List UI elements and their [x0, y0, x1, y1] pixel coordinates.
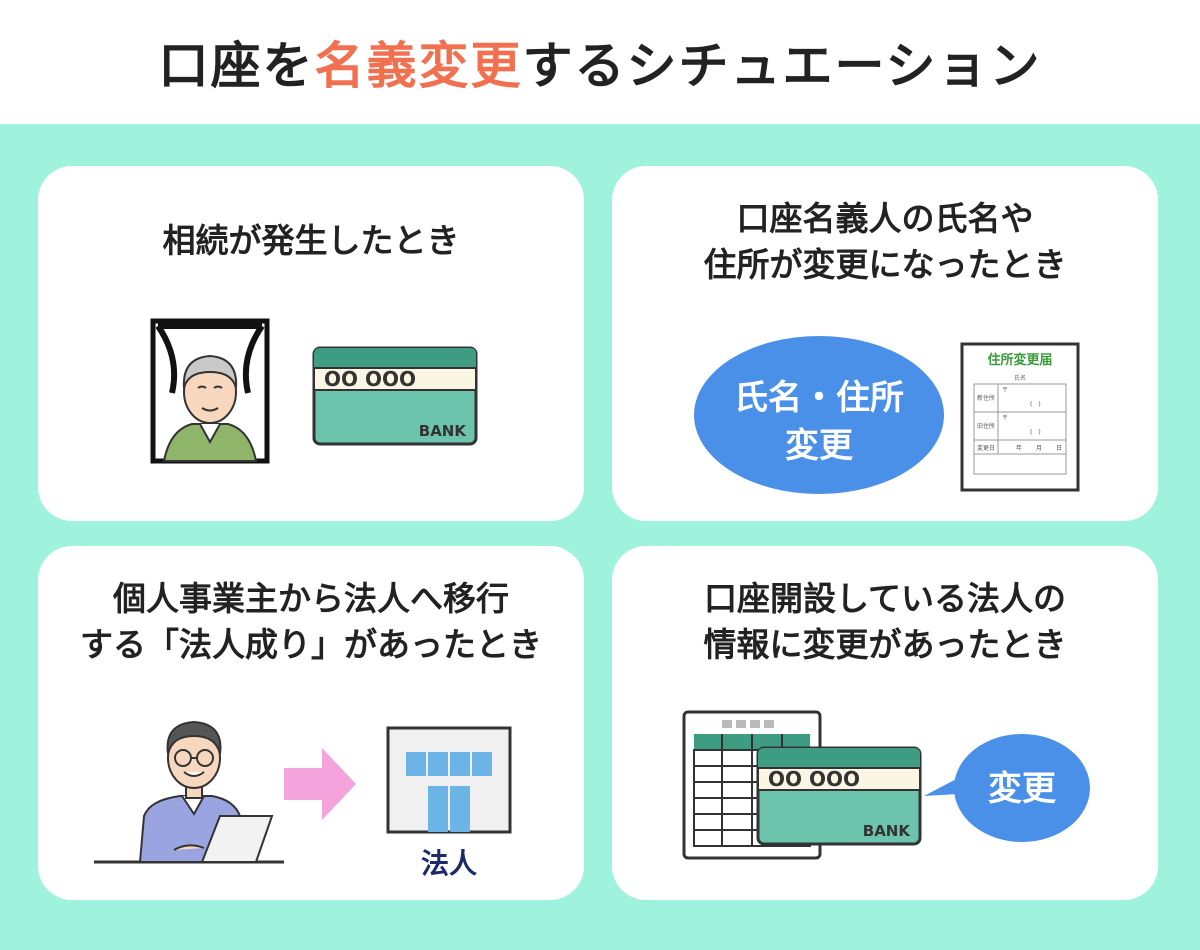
card-inheritance: 相続が発生したとき OO OOO BANK	[38, 166, 584, 521]
card-title-line: 口座名義人の氏名や	[736, 199, 1034, 238]
form-name-label: 氏名	[1014, 374, 1026, 382]
memorial-portrait-icon	[150, 318, 270, 464]
title-prefix: 口座を	[158, 37, 315, 95]
form-zip-mark: 〒	[1002, 415, 1008, 422]
form-paren: ( )	[1030, 401, 1041, 408]
bubble-line: 変更	[785, 426, 854, 466]
card-title: 個人事業主から法人へ移行 する「法人成り」があったとき	[38, 576, 584, 668]
change-speech-bubble: 変更	[924, 734, 1090, 842]
bank-label: BANK	[419, 422, 468, 440]
arrow-right-icon	[284, 748, 356, 820]
form-new-address: 新住所	[977, 394, 995, 402]
form-day: 日	[1056, 445, 1062, 452]
title-accent: 名義変更	[314, 37, 523, 95]
form-old-address: 旧住所	[977, 422, 995, 430]
card-corporate-info-change: 口座開設している法人の 情報に変更があったとき OO OOO BANK 変更	[612, 546, 1158, 900]
address-change-form-icon: 住所変更届 氏名 新住所 旧住所 変更日 〒 〒 ( ) ( ) 年 月 日	[960, 342, 1080, 492]
change-speech-bubble: 氏名・住所 変更	[694, 336, 944, 494]
form-paren: ( )	[1030, 429, 1041, 436]
bank-card-icon: OO OOO BANK	[312, 346, 478, 446]
card-title-line: 口座開設している法人の	[703, 579, 1066, 618]
businessman-laptop-icon	[94, 720, 284, 864]
card-name-address-change: 口座名義人の氏名や 住所が変更になったとき 氏名・住所 変更 住所変更届 氏名 …	[612, 166, 1158, 521]
header: 口座を名義変更するシチュエーション	[0, 0, 1200, 124]
title-suffix: するシチュエーション	[522, 37, 1042, 95]
bubble-line: 変更	[988, 769, 1057, 809]
card-title-line: 情報に変更があったとき	[703, 625, 1067, 664]
card-incorporation: 個人事業主から法人へ移行 する「法人成り」があったとき 法人	[38, 546, 584, 900]
card-title-line: 相続が発生したとき	[162, 221, 460, 260]
form-date-label: 変更日	[977, 444, 995, 452]
form-title: 住所変更届	[987, 352, 1052, 368]
form-year: 年	[1016, 444, 1022, 452]
card-title-line: する「法人成り」があったとき	[80, 625, 542, 664]
card-title-line: 個人事業主から法人へ移行	[113, 579, 509, 618]
bubble-line: 氏名・住所	[734, 378, 904, 418]
form-zip-mark: 〒	[1002, 387, 1008, 394]
building-label: 法人	[420, 847, 477, 880]
card-digits: OO OOO	[324, 367, 416, 391]
card-digits: OO OOO	[768, 767, 860, 791]
card-title: 口座名義人の氏名や 住所が変更になったとき	[612, 196, 1158, 288]
page-title: 口座を名義変更するシチュエーション	[159, 26, 1042, 98]
bank-card-icon: OO OOO BANK	[756, 746, 922, 846]
bank-label: BANK	[863, 822, 912, 840]
card-title: 口座開設している法人の 情報に変更があったとき	[612, 576, 1158, 668]
corporate-building-icon	[386, 726, 512, 834]
card-title-line: 住所が変更になったとき	[703, 245, 1067, 284]
card-title: 相続が発生したとき	[38, 218, 584, 264]
form-month: 月	[1036, 445, 1042, 452]
